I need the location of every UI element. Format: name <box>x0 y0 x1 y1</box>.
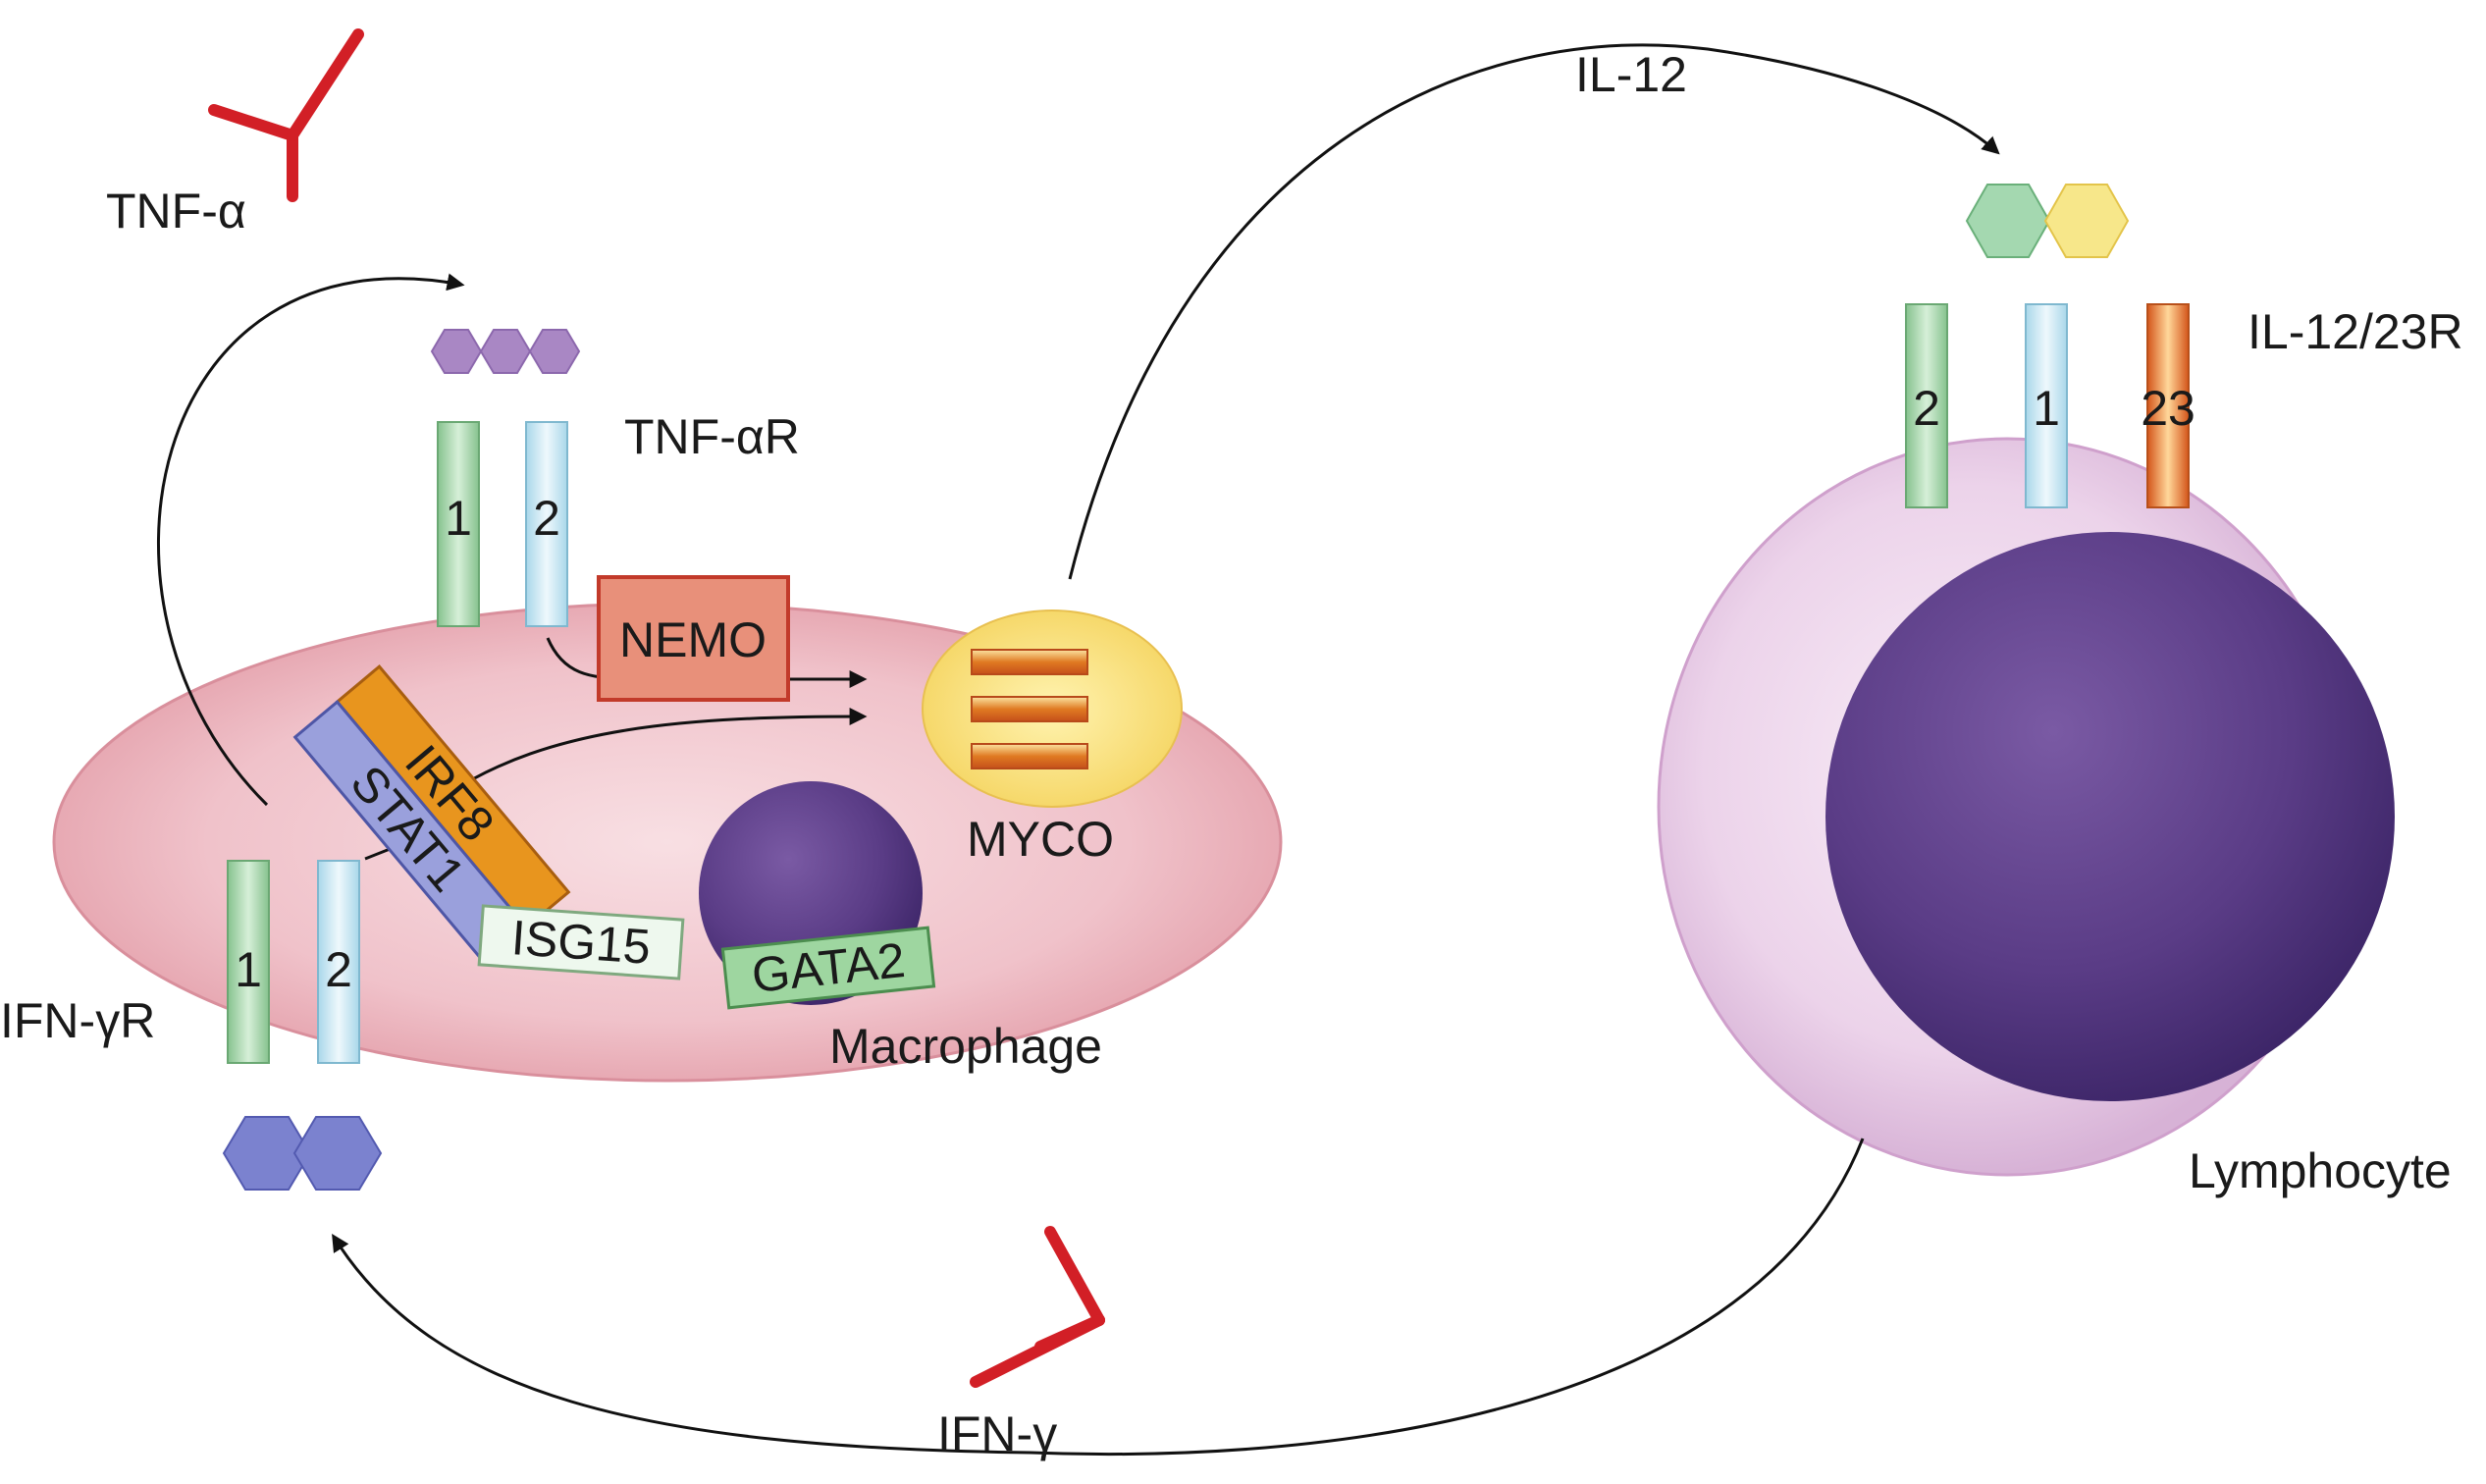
ifn-gamma-receptor-label: IFN-γR <box>0 993 155 1048</box>
tnf-trimer <box>430 329 581 374</box>
nemo-label: NEMO <box>619 612 767 667</box>
myco-bar <box>971 649 1088 675</box>
tnf-alpha-ligand <box>208 28 364 202</box>
tnf-alpha-arrow <box>157 273 465 807</box>
ifn-receptor-subunit-1 <box>227 860 270 1064</box>
il12-label: IL-12 <box>1575 47 1687 102</box>
tnf-alpha-label: TNF-α <box>106 184 246 238</box>
myco-bar <box>971 696 1088 722</box>
ifn-receptor-label-2: 2 <box>325 942 352 997</box>
il-receptor-subunit-2 <box>1905 303 1948 508</box>
il-receptor-subunit-23 <box>2146 303 2190 508</box>
irf8-arrow <box>446 708 868 797</box>
myco-bar <box>971 743 1088 769</box>
il12-arrow <box>1068 43 2000 580</box>
macrophage-label: Macrophage <box>829 1019 1102 1074</box>
ifn-gamma-arrow <box>332 1138 1865 1457</box>
isg15-group: ISG15 <box>477 904 685 980</box>
myco-label: MYCO <box>967 812 1114 867</box>
ifn-gamma-ligand <box>970 1226 1105 1388</box>
il12-23-receptor-label: IL-12/23R <box>2248 304 2463 359</box>
il-receptor-subunit-1 <box>2025 303 2068 508</box>
ifn-receptor-subunit-2 <box>317 860 360 1064</box>
ifn-receptor-label-1: 1 <box>235 942 262 997</box>
il12-subunit-left <box>1965 184 2051 258</box>
il-receptor-label-1: 1 <box>2033 381 2060 436</box>
tnf-alpha-receptor-label: TNF-αR <box>624 409 800 464</box>
gata2-group: GATA2 <box>720 926 936 1010</box>
lymphocyte-nucleus <box>1825 532 2395 1101</box>
nemo-box <box>597 575 790 702</box>
ifn-gamma-label: IFN-γ <box>937 1406 1057 1461</box>
il12-subunit-right <box>2043 184 2130 258</box>
gata2-box <box>720 926 936 1010</box>
tnf-receptor-subunit-1 <box>437 421 480 627</box>
tnf-receptor-label-1: 1 <box>445 491 472 546</box>
isg15-box <box>477 904 685 980</box>
tnf-receptor-subunit-2 <box>525 421 568 627</box>
myco-bars <box>971 649 1088 769</box>
lymphocyte-label: Lymphocyte <box>2189 1143 2452 1198</box>
il-receptor-label-2: 2 <box>1913 381 1940 436</box>
ifn-dimer <box>222 1116 383 1191</box>
il12-heterodimer <box>1965 184 2130 258</box>
il-receptor-label-23: 23 <box>2141 381 2195 436</box>
tnf-receptor-label-2: 2 <box>533 491 560 546</box>
isg15-label: ISG15 <box>509 910 652 975</box>
